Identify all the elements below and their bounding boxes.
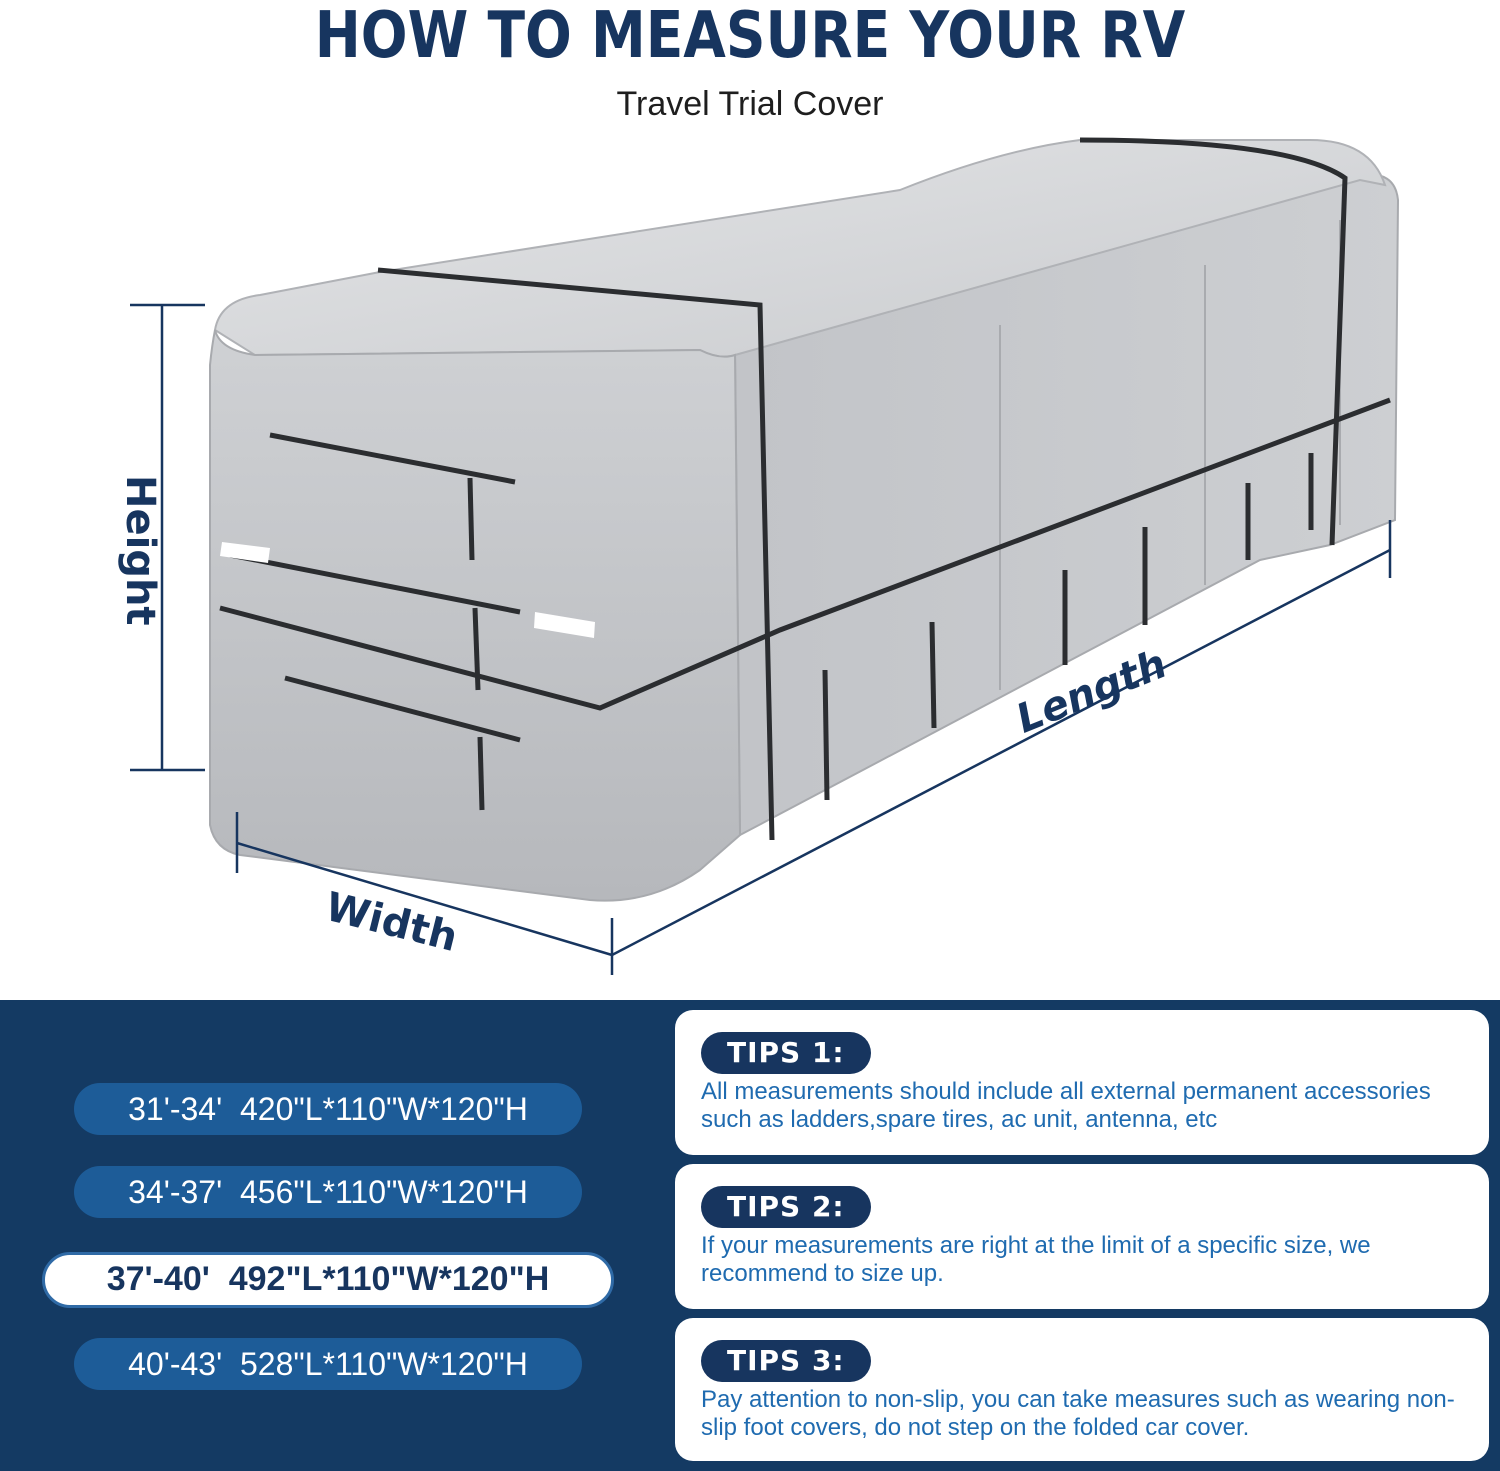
- tip-text-2: If your measurements are right at the li…: [701, 1232, 1371, 1287]
- page-subtitle: Travel Trial Cover: [616, 85, 884, 123]
- size-option-31-34[interactable]: 31'-34' 420"L*110"W*120"H: [74, 1083, 582, 1135]
- length-dimension-line: [611, 548, 1391, 957]
- product-illustration-area: HOW TO MEASURE YOUR RV Travel Trial Cove…: [117, 0, 1400, 975]
- tip-badge-1: TIPS 1:: [701, 1032, 871, 1074]
- tip-badge-3: TIPS 3:: [701, 1340, 871, 1382]
- tip-text-3: Pay attention to non-slip, you can take …: [701, 1386, 1455, 1441]
- size-option-40-43[interactable]: 40'-43' 528"L*110"W*120"H: [74, 1338, 582, 1390]
- tip-card-3: TIPS 3: Pay attention to non-slip, you c…: [675, 1318, 1489, 1461]
- page-title: HOW TO MEASURE YOUR RV: [314, 0, 1186, 73]
- height-label: Height: [117, 475, 163, 626]
- rv-cover-illustration: [130, 137, 1400, 975]
- width-dimension-line: [236, 841, 613, 957]
- size-option-34-37[interactable]: 34'-37' 456"L*110"W*120"H: [74, 1166, 582, 1218]
- tip-badge-2: TIPS 2:: [701, 1186, 871, 1228]
- tip-text-1: All measurements should include all exte…: [701, 1078, 1431, 1133]
- size-option-37-40-selected[interactable]: 37'-40' 492"L*110"W*120"H: [42, 1252, 614, 1308]
- size-and-tips-panel: 31'-34' 420"L*110"W*120"H 34'-37' 456"L*…: [0, 1000, 1500, 1471]
- tip-card-1: TIPS 1: All measurements should include …: [675, 1010, 1489, 1155]
- tip-card-2: TIPS 2: If your measurements are right a…: [675, 1164, 1489, 1309]
